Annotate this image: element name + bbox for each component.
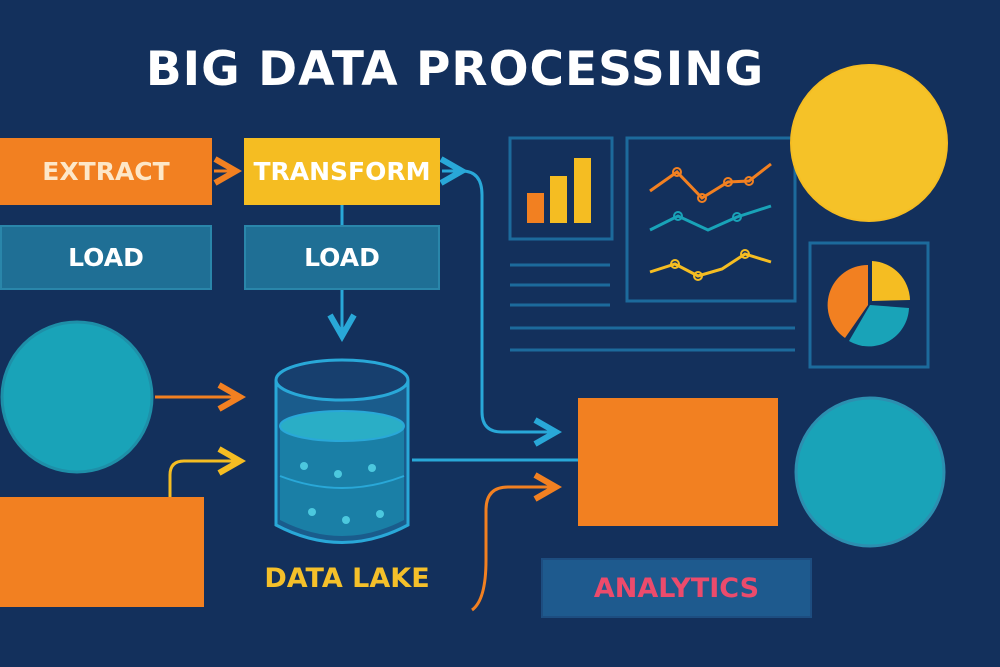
analytics-box: ANALYTICS: [541, 558, 812, 618]
yellow-circle: [790, 64, 948, 222]
pie-chart-icon: [808, 241, 930, 369]
bar-1: [527, 193, 544, 223]
data-lake-label: DATA LAKE: [264, 563, 430, 594]
database-icon: [274, 358, 410, 544]
line-chart-icon: [625, 136, 797, 303]
bar-3: [574, 158, 591, 223]
line-series-yellow: [649, 252, 772, 278]
load-step-right: LOAD: [244, 225, 440, 290]
source-box: [0, 497, 204, 607]
output-circle: [794, 396, 946, 548]
line-series-teal: [649, 204, 772, 232]
transform-step: TRANSFORM: [244, 138, 440, 205]
extract-step: EXTRACT: [0, 138, 212, 205]
source-circle: [0, 320, 154, 474]
arrow-bottom-to-processing: [471, 487, 556, 612]
arrow-source-box-to-datalake: [168, 461, 240, 497]
arrow-transform-to-processing: [461, 169, 556, 432]
bar-2: [550, 176, 567, 223]
report-lines: [510, 263, 795, 352]
processing-box: [578, 398, 778, 526]
load-step-left: LOAD: [0, 225, 212, 290]
pie-slice-orange: [827, 264, 868, 338]
pie-slice-teal: [849, 305, 909, 347]
page-title: BIG DATA PROCESSING: [145, 42, 765, 97]
bar-chart-icon: [508, 136, 614, 241]
pie-slice-yellow: [872, 261, 910, 301]
